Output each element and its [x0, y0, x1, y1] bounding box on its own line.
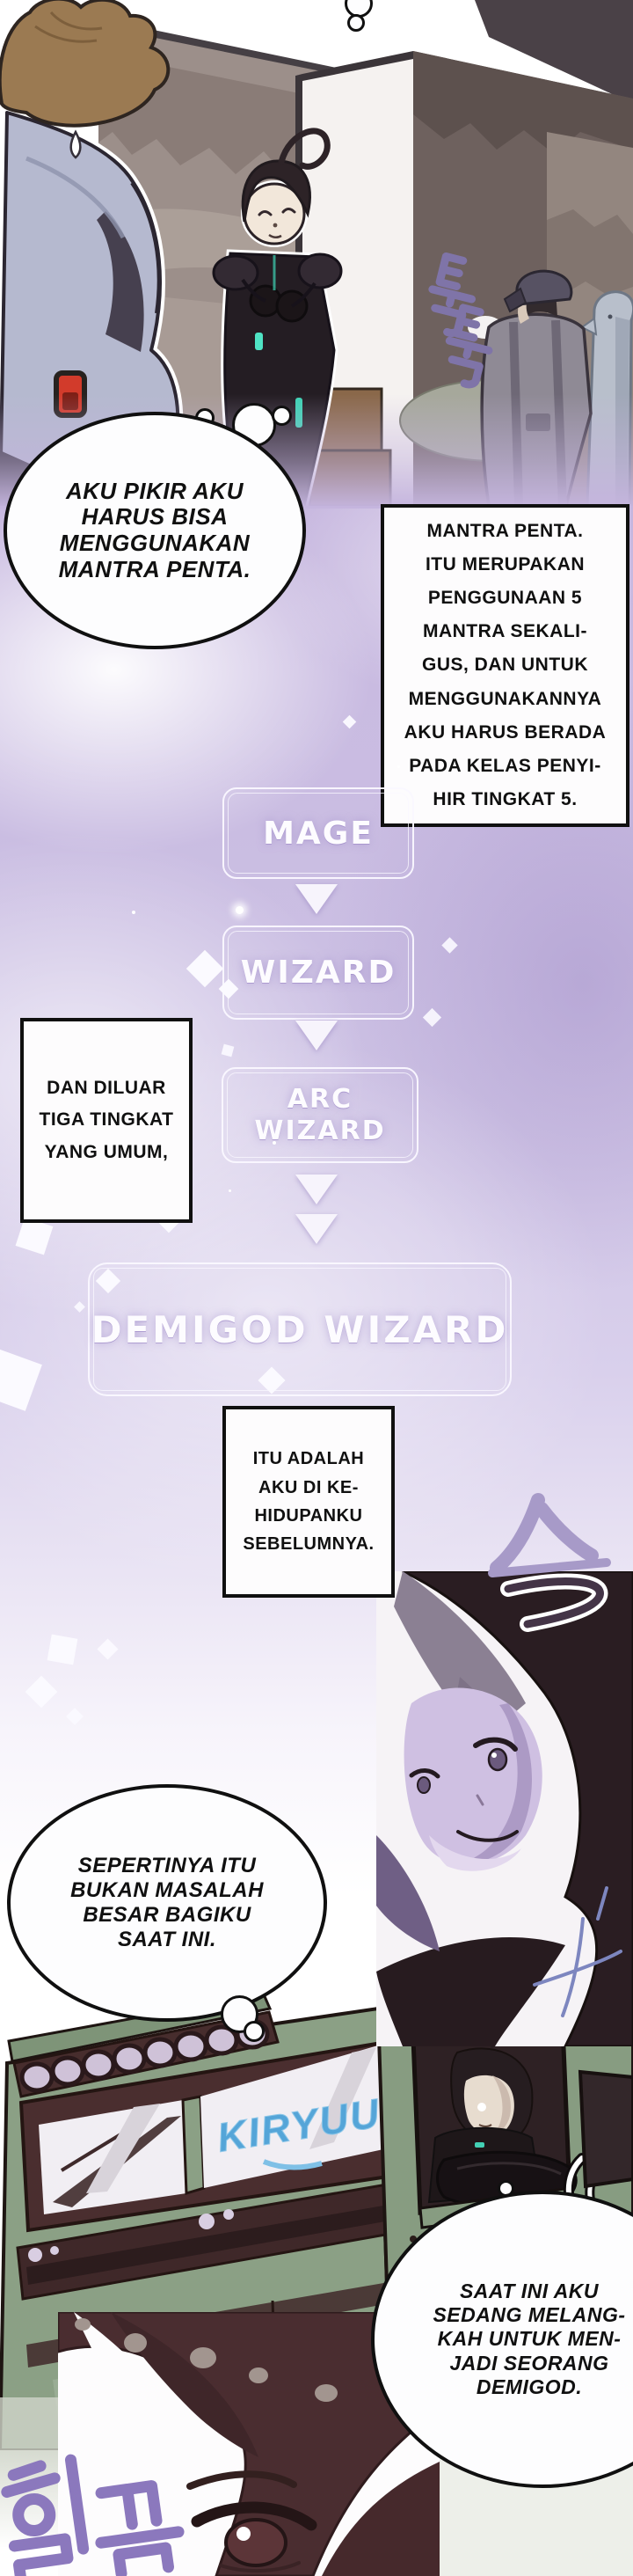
sweat-drop [69, 129, 82, 159]
thought-dot [347, 14, 365, 32]
confetti-square [47, 1634, 78, 1665]
flow-step-wizard-label: WIZARD [240, 955, 397, 991]
flow-step-arc-wizard: ARC WIZARD [222, 1067, 418, 1163]
sfx-swish [488, 1493, 611, 1632]
sparkle [132, 911, 135, 914]
eyebrow [186, 2470, 297, 2490]
caption-tiga-text: DAN DILUAR TIGA TINGKAT YANG UMUM, [39, 1078, 174, 1162]
brown-hair [0, 0, 171, 128]
sparkle [236, 906, 244, 914]
arrow-down-icon [295, 884, 338, 914]
flow-step-arc-wizard-label: ARC WIZARD [254, 1083, 386, 1146]
thought-bubble-2-text: SEPERTINYA ITU BUKAN MASALAH BESAR BAGIK… [70, 1854, 264, 1951]
caption-box-mantra: MANTRA PENTA. ITU MERUPAKAN PENGGUNAAN 5… [381, 504, 629, 827]
thought-bubble-1: AKU PIKIR AKU HARUS BISA MENGGUNAKAN MAN… [4, 412, 306, 649]
sparkle [397, 765, 400, 768]
truck-roof-lights [19, 2018, 270, 2093]
thought-bubble-3: SAAT INI AKU SEDANG MELANG- KAH UNTUK ME… [371, 2191, 633, 2488]
thought-bubble-1-text: AKU PIKIR AKU HARUS BISA MENGGUNAKAN MAN… [58, 477, 251, 582]
flow-step-wizard: WIZARD [222, 926, 414, 1020]
arrow-down-icon [295, 1021, 338, 1050]
ahoge-hair-strand [278, 128, 331, 170]
arrow-down-icon [295, 1214, 338, 1244]
flow-step-demigod-wizard-label: DEMIGOD WIZARD [91, 1307, 509, 1351]
thought-bubble-2: SEPERTINYA ITU BUKAN MASALAH BESAR BAGIK… [7, 1784, 327, 2022]
thought-dot [244, 2021, 265, 2042]
graffiti-squiggle [262, 2159, 323, 2170]
truck-window-right [200, 2045, 383, 2188]
thought-bubble-3-text: SAAT INI AKU SEDANG MELANG- KAH UNTUK ME… [433, 2280, 626, 2398]
flow-step-mage-label: MAGE [263, 815, 374, 852]
caption-box-tiga: DAN DILUAR TIGA TINGKAT YANG UMUM, [20, 1018, 193, 1223]
sparkle [273, 1141, 276, 1145]
arrow-down-icon [295, 1175, 338, 1204]
caption-mantra-text: MANTRA PENTA. ITU MERUPAKAN PENGGUNAAN 5… [404, 520, 607, 810]
dark-hood [402, 1571, 633, 2046]
sketch-cross-mark [533, 1886, 622, 2017]
flow-step-demigod-wizard: DEMIGOD WIZARD [88, 1262, 512, 1396]
sfx-glance [1, 2454, 185, 2576]
caption-box-itu: ITU ADALAH AKU DI KE- HIDUPANKU SEBELUMN… [222, 1406, 395, 1598]
caption-itu-text: ITU ADALAH AKU DI KE- HIDUPANKU SEBELUMN… [243, 1449, 375, 1555]
sparkle [229, 1189, 231, 1192]
eye [191, 2501, 317, 2572]
sfx-tap-tap [428, 252, 493, 389]
thought-dot [272, 406, 292, 426]
panel-hooded-figure [376, 1571, 633, 2046]
flow-step-mage: MAGE [222, 787, 414, 879]
soldier-cap [515, 269, 573, 306]
driver-character [427, 2023, 578, 2208]
